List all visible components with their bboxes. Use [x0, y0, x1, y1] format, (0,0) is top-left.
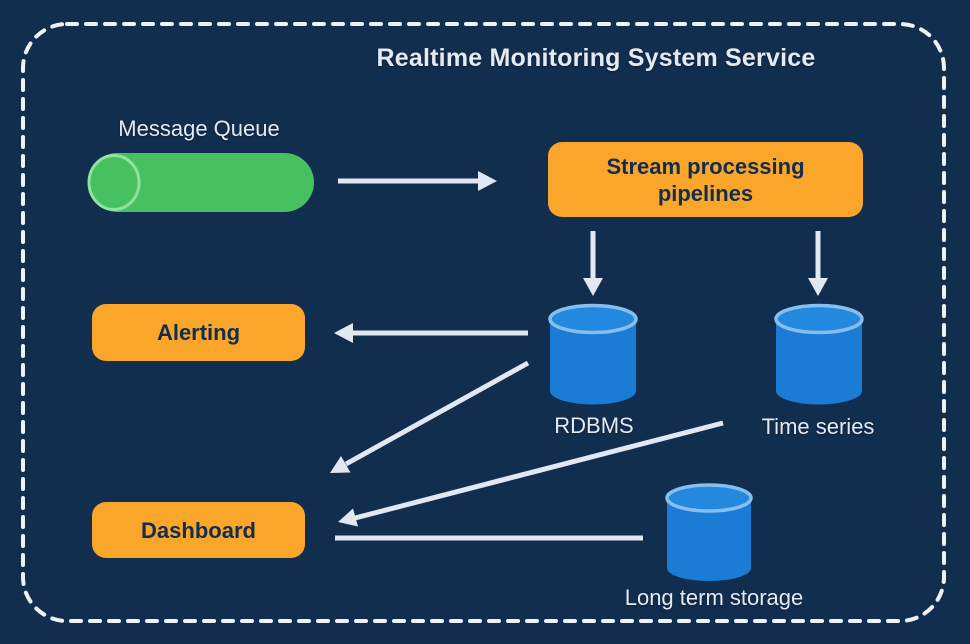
edge-time-series-to-dashboard — [354, 420, 724, 521]
arrowhead-rdbms-to-dashboard — [330, 456, 351, 473]
diagram-title: Realtime Monitoring System Service — [376, 44, 816, 72]
long-term-storage-label: Long term storage — [624, 585, 804, 610]
dashed-border — [21, 22, 946, 623]
arrowhead-time-series-to-dashboard — [338, 508, 358, 527]
alerting-node: Alerting — [92, 304, 305, 361]
stream-processing-node: Stream processing pipelines — [548, 142, 863, 217]
long-term-storage-cylinder-icon — [665, 483, 753, 581]
edge-rdbms-to-dashboard — [344, 360, 530, 467]
time-series-label: Time series — [761, 414, 875, 439]
alerting-label: Alerting — [156, 320, 241, 345]
dashboard-label: Dashboard — [141, 517, 256, 543]
arrowhead-stream-processing-to-rdbms — [583, 278, 603, 296]
message-queue-label: Message Queue — [118, 116, 280, 141]
arrowhead-rdbms-to-alerting — [334, 323, 353, 343]
dashboard-node: Dashboard — [92, 502, 305, 558]
rdbms-label: RDBMS — [554, 413, 634, 438]
rdbms-cylinder-icon — [548, 303, 638, 405]
time-series-cylinder-icon — [774, 303, 864, 405]
arrowhead-stream-processing-to-time-series — [808, 278, 828, 296]
stream-processing-label: Stream processing pipelines — [606, 153, 805, 206]
arrowhead-message-queue-to-stream-processing — [478, 171, 497, 191]
message-queue-cylinder-icon — [87, 153, 314, 212]
